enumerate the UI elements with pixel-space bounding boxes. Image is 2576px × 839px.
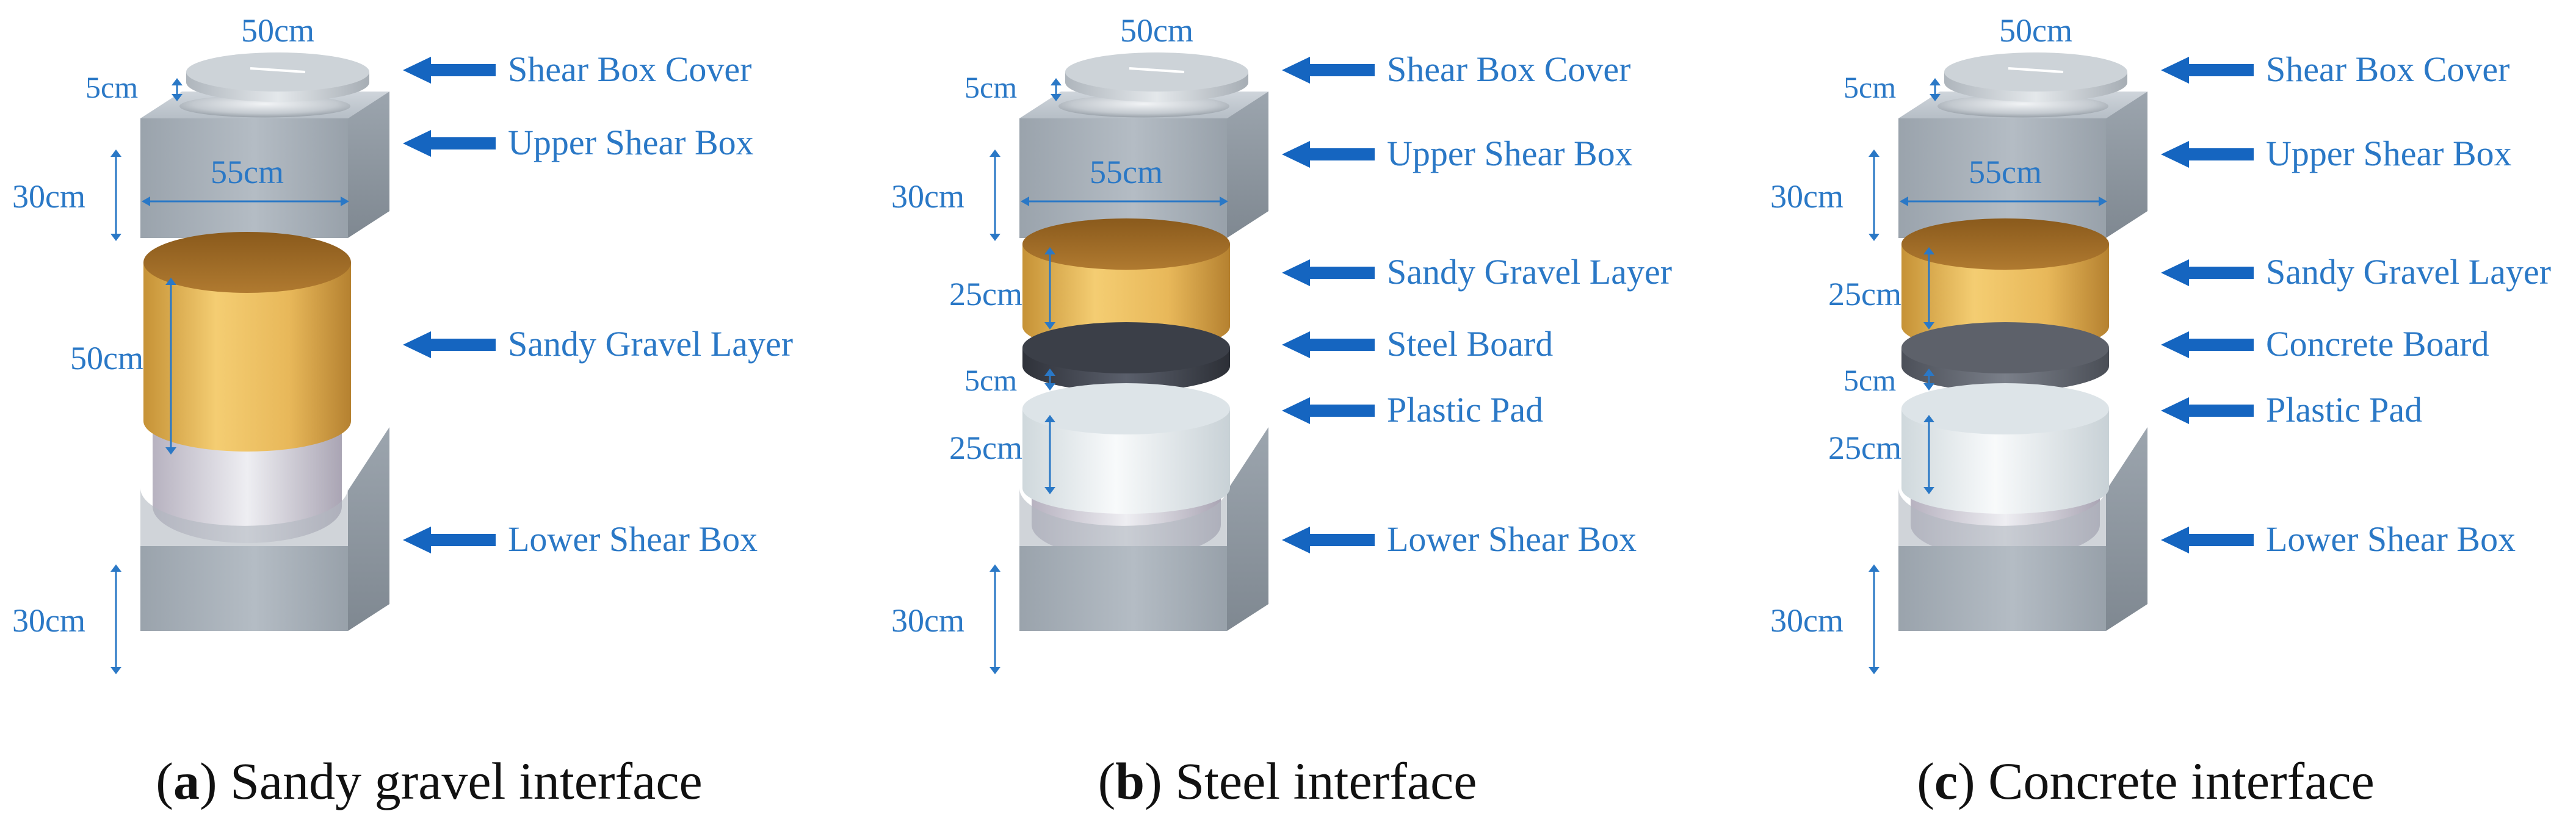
dim-board-height: 5cm bbox=[964, 363, 1017, 397]
dim-cover-diameter: 50cm bbox=[1999, 12, 2072, 49]
label-lower-shear-box: Lower Shear Box bbox=[1387, 519, 1637, 559]
pointer-arrow-2 bbox=[403, 331, 496, 358]
lower-shear-box bbox=[1898, 427, 2147, 631]
label-lower-shear-box: Lower Shear Box bbox=[508, 519, 758, 559]
plastic-pad bbox=[1022, 383, 1230, 514]
pointer-arrow-0 bbox=[2161, 57, 2254, 84]
dim-layer-height: 50cm bbox=[70, 340, 143, 376]
pointer-arrow-5 bbox=[2161, 527, 2254, 553]
dim-upper-height-arrow bbox=[1869, 149, 1880, 241]
label-steel-board: Steel Board bbox=[1387, 324, 1553, 364]
shear-box-cover bbox=[1944, 52, 2127, 102]
caption-b: (b) Steel interface bbox=[1098, 752, 1477, 810]
shear-box-cover bbox=[1065, 52, 1248, 102]
dim-upper-height: 30cm bbox=[1770, 178, 1843, 215]
dim-cover-thickness-arrow bbox=[172, 78, 183, 101]
dim-sand-height: 25cm bbox=[949, 276, 1022, 312]
dim-lower-height-arrow bbox=[1869, 564, 1880, 674]
cover-highlight bbox=[2008, 67, 2064, 73]
dim-upper-height: 30cm bbox=[891, 178, 964, 215]
sandy-gravel-layer bbox=[1022, 218, 1230, 352]
panel-c: 50cm 5cm 30cm 55cm 25cm 5cm 25cm 30cm Shear Box … bbox=[1770, 12, 2551, 674]
plastic-pad bbox=[1901, 383, 2109, 514]
dim-upper-height: 30cm bbox=[12, 178, 85, 215]
label-sandy-gravel-layer: Sandy Gravel Layer bbox=[1387, 252, 1672, 292]
pointer-arrow-4 bbox=[1282, 397, 1375, 424]
pointer-arrow-3 bbox=[2161, 331, 2254, 358]
dim-upper-width: 55cm bbox=[1090, 154, 1163, 190]
dim-cover-diameter: 50cm bbox=[241, 12, 314, 49]
dim-pad-height: 25cm bbox=[1828, 430, 1901, 466]
dim-pad-height-arrow bbox=[1923, 415, 1934, 494]
sandy-gravel-layer bbox=[143, 232, 351, 452]
label-sandy-gravel-layer: Sandy Gravel Layer bbox=[2266, 252, 2551, 292]
cover-highlight bbox=[1129, 67, 1185, 73]
dim-upper-width: 55cm bbox=[211, 154, 284, 190]
dim-layer-height-arrow bbox=[165, 278, 176, 455]
caption-c: (c) Concrete interface bbox=[1917, 752, 2375, 810]
upper-shear-box bbox=[140, 92, 389, 238]
dim-sand-height: 25cm bbox=[1828, 276, 1901, 312]
pointer-arrow-1 bbox=[2161, 141, 2254, 168]
dim-cover-thickness-arrow bbox=[1051, 78, 1062, 101]
lower-cavity bbox=[153, 427, 342, 543]
dim-upper-width: 55cm bbox=[1969, 154, 2042, 190]
pointer-arrow-5 bbox=[1282, 527, 1375, 553]
dim-cover-diameter: 50cm bbox=[1120, 12, 1193, 49]
label-upper-shear-box: Upper Shear Box bbox=[508, 123, 754, 162]
dim-board-height-arrow bbox=[1923, 369, 1934, 391]
label-upper-shear-box: Upper Shear Box bbox=[1387, 134, 1633, 173]
dim-cover-thickness-arrow bbox=[1930, 78, 1941, 101]
dim-pad-height-arrow bbox=[1044, 415, 1055, 494]
dim-cover-thickness: 5cm bbox=[964, 70, 1017, 104]
pointer-arrow-2 bbox=[2161, 259, 2254, 286]
panel-b: 50cm 5cm 30cm 55cm 25cm 5cm 25cm 30cm Shear Box … bbox=[891, 12, 1672, 674]
dim-board-height: 5cm bbox=[1843, 363, 1896, 397]
pointer-arrow-2 bbox=[1282, 259, 1375, 286]
dim-upper-height-arrow bbox=[990, 149, 1000, 241]
dim-pad-height: 25cm bbox=[949, 430, 1022, 466]
pointer-arrow-0 bbox=[1282, 57, 1375, 84]
label-shear-box-cover: Shear Box Cover bbox=[2266, 49, 2510, 89]
lower-shear-box bbox=[1019, 427, 1268, 631]
dim-upper-width-arrow bbox=[142, 196, 349, 206]
sandy-gravel-layer bbox=[1901, 218, 2109, 352]
pointer-arrow-0 bbox=[403, 57, 496, 84]
dim-lower-height: 30cm bbox=[1770, 602, 1843, 639]
pointer-arrow-1 bbox=[403, 130, 496, 157]
dim-sand-height-arrow bbox=[1923, 247, 1934, 329]
dim-upper-width-arrow bbox=[1900, 196, 2107, 206]
dim-sand-height-arrow bbox=[1044, 247, 1055, 329]
dim-upper-width-arrow bbox=[1021, 196, 1228, 206]
lower-shear-box bbox=[140, 427, 389, 631]
dim-board-height-arrow bbox=[1044, 369, 1055, 391]
label-plastic-pad: Plastic Pad bbox=[2266, 390, 2422, 430]
dim-lower-height: 30cm bbox=[891, 602, 964, 639]
panel-a: 50cm 5cm 30cm 55cm 50cm 30cm Shear Box CoverUp… bbox=[12, 12, 793, 674]
label-plastic-pad: Plastic Pad bbox=[1387, 390, 1543, 430]
pointer-arrow-4 bbox=[2161, 397, 2254, 424]
label-shear-box-cover: Shear Box Cover bbox=[1387, 49, 1631, 89]
label-sandy-gravel-layer: Sandy Gravel Layer bbox=[508, 324, 793, 364]
dim-lower-height: 30cm bbox=[12, 602, 85, 639]
pointer-arrow-1 bbox=[1282, 141, 1375, 168]
label-shear-box-cover: Shear Box Cover bbox=[508, 49, 752, 89]
shear-box-cover bbox=[186, 52, 369, 102]
label-lower-shear-box: Lower Shear Box bbox=[2266, 519, 2516, 559]
concrete-board bbox=[1901, 322, 2109, 392]
cover-highlight bbox=[250, 67, 306, 73]
label-concrete-board: Concrete Board bbox=[2266, 324, 2489, 364]
caption-a: (a) Sandy gravel interface bbox=[156, 752, 703, 810]
pointer-arrow-3 bbox=[1282, 331, 1375, 358]
label-upper-shear-box: Upper Shear Box bbox=[2266, 134, 2512, 173]
dim-cover-thickness: 5cm bbox=[1843, 70, 1896, 104]
dim-lower-height-arrow bbox=[990, 564, 1000, 674]
dim-upper-height-arrow bbox=[110, 149, 121, 241]
dim-cover-thickness: 5cm bbox=[85, 70, 138, 104]
pointer-arrow-3 bbox=[403, 527, 496, 553]
upper-shear-box bbox=[1898, 92, 2147, 238]
steel-board bbox=[1022, 322, 1230, 392]
dim-lower-height-arrow bbox=[110, 564, 121, 674]
